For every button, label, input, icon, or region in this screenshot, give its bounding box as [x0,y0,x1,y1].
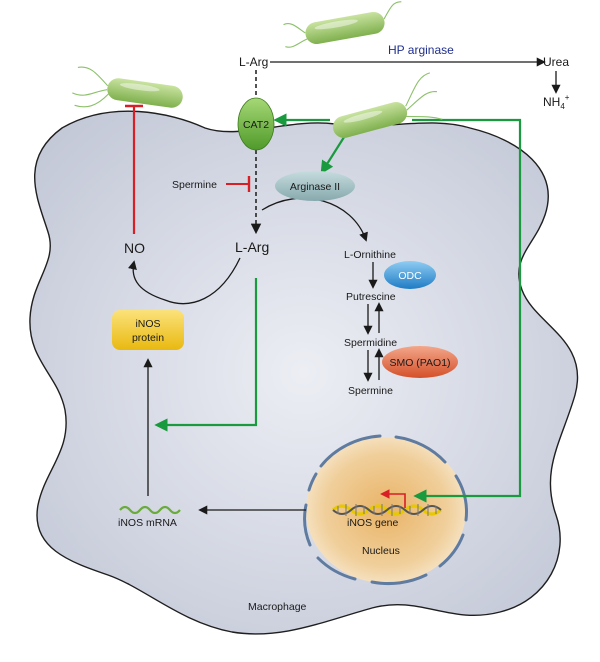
bacterium-icon [283,1,402,48]
label-inos-gene: iNOS gene [347,517,399,529]
bacterium-icon [72,66,183,108]
larg-to-no-arrow [127,257,241,305]
label-inos-protein-line2: protein [132,332,164,344]
label-inos-protein-line1: iNOS [135,318,160,330]
label-no: NO [124,240,145,256]
label-ammonium: NH4+ [543,93,570,111]
label-arginase-ii: Arginase II [290,181,340,193]
label-macrophage: Macrophage [248,601,307,613]
bacterium-to-inos-gene-arrow [412,118,522,503]
label-spermidine: Spermidine [344,337,397,349]
label-l-ornithine: L-Ornithine [344,249,396,261]
label-spermine-inhibitor: Spermine [172,179,217,191]
inos-protein-box [112,310,184,350]
label-smo-pao1: SMO (PAO1) [389,357,450,369]
dna-helix-icon [332,504,442,516]
transcription-start-arrow-icon [380,489,406,508]
odc-enzyme [384,261,436,289]
label-l-arg-center: L-Arg [235,239,269,255]
label-l-arg-top: L-Arg [239,55,268,69]
cat2-transporter [237,97,275,151]
label-inos-mrna: iNOS mRNA [118,517,177,529]
smo-pao1-enzyme [382,346,458,378]
label-hp-arginase: HP arginase [388,43,454,57]
bacterium-to-arginase-ii-arrow [320,133,347,175]
larg-to-inos-translation-arrow [154,278,258,432]
label-nucleus: Nucleus [362,545,400,557]
label-urea: Urea [543,55,569,69]
label-odc: ODC [398,270,422,282]
larg-to-ornithine-arrow [261,197,368,242]
bacterium-icon [332,72,443,138]
arginase-ii-enzyme [275,171,355,201]
mrna-wave-icon [119,505,181,515]
label-spermine-bottom: Spermine [348,385,393,397]
label-putrescine: Putrescine [346,291,396,303]
label-cat2: CAT2 [243,119,269,131]
